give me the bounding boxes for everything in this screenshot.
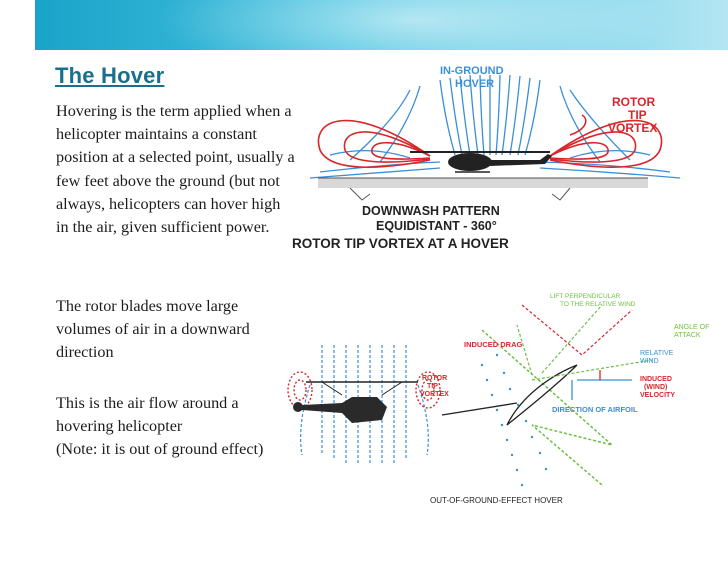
vortex-label-a: ROTOR — [422, 375, 447, 382]
relative-wind-label-1: RELATIVE — [640, 350, 674, 357]
downwash-lines — [309, 74, 681, 179]
rotor-vortex-label-3: VORTEX — [608, 121, 657, 135]
vortex-loops — [317, 114, 663, 168]
slide-title: The Hover — [55, 63, 165, 88]
vortex-label-c: VORTEX — [420, 391, 449, 398]
rotor-vortex-label-2: TIP — [628, 108, 647, 122]
ground-hover-label-2: HOVER — [455, 78, 494, 90]
downwash-label-1: DOWNWASH PATTERN — [362, 204, 500, 218]
figure2-caption: OUT-OF-GROUND-EFFECT HOVER — [430, 496, 563, 505]
angle-label-2: ATTACK — [674, 332, 701, 339]
figure-ground-hover: IN-GROUND HOVER ROTOR TIP VORTEX DOWNWAS… — [292, 65, 681, 251]
relative-wind-label-2: WIND — [640, 358, 659, 365]
induced-velocity-label-3: VELOCITY — [640, 392, 675, 399]
ground-hover-label-1: IN-GROUND — [440, 65, 504, 77]
induced-velocity-label-2: (WIND) — [644, 384, 667, 391]
vortex-label-b: TIP — [427, 383, 438, 390]
paragraph-hover-definition: Hovering is the term applied when a heli… — [56, 102, 295, 237]
airfoil-diagram — [441, 304, 653, 487]
figure-out-of-ground-hover: ROTOR TIP VORTEX LIFT PERPENDICULAR TO T… — [287, 293, 709, 505]
induced-velocity-label-1: INDUCED — [640, 376, 672, 383]
paragraph-airflow-note: This is the air flow around a hovering h… — [56, 394, 264, 459]
induced-drag-label: INDUCED DRAG — [464, 340, 523, 349]
airflow-dots — [480, 353, 548, 487]
downwash-label-2: EQUIDISTANT - 360° — [376, 219, 497, 233]
paragraph-rotor-air: The rotor blades move large volumes of a… — [56, 297, 250, 362]
angle-label-1: ANGLE OF — [674, 324, 709, 331]
left-margin — [0, 0, 35, 563]
lift-label-1: LIFT PERPENDICULAR — [550, 293, 621, 300]
ground-line — [318, 177, 648, 201]
helicopter-icon-2 — [293, 381, 418, 423]
vortex-loops-2 — [287, 371, 441, 409]
direction-label: DIRECTION OF AIRFOIL — [552, 405, 638, 414]
lift-label-2: TO THE RELATIVE WIND — [560, 301, 636, 308]
figure1-caption: ROTOR TIP VORTEX AT A HOVER — [292, 236, 509, 251]
rotor-vortex-label-1: ROTOR — [612, 95, 655, 109]
helicopter-icon — [410, 151, 552, 173]
